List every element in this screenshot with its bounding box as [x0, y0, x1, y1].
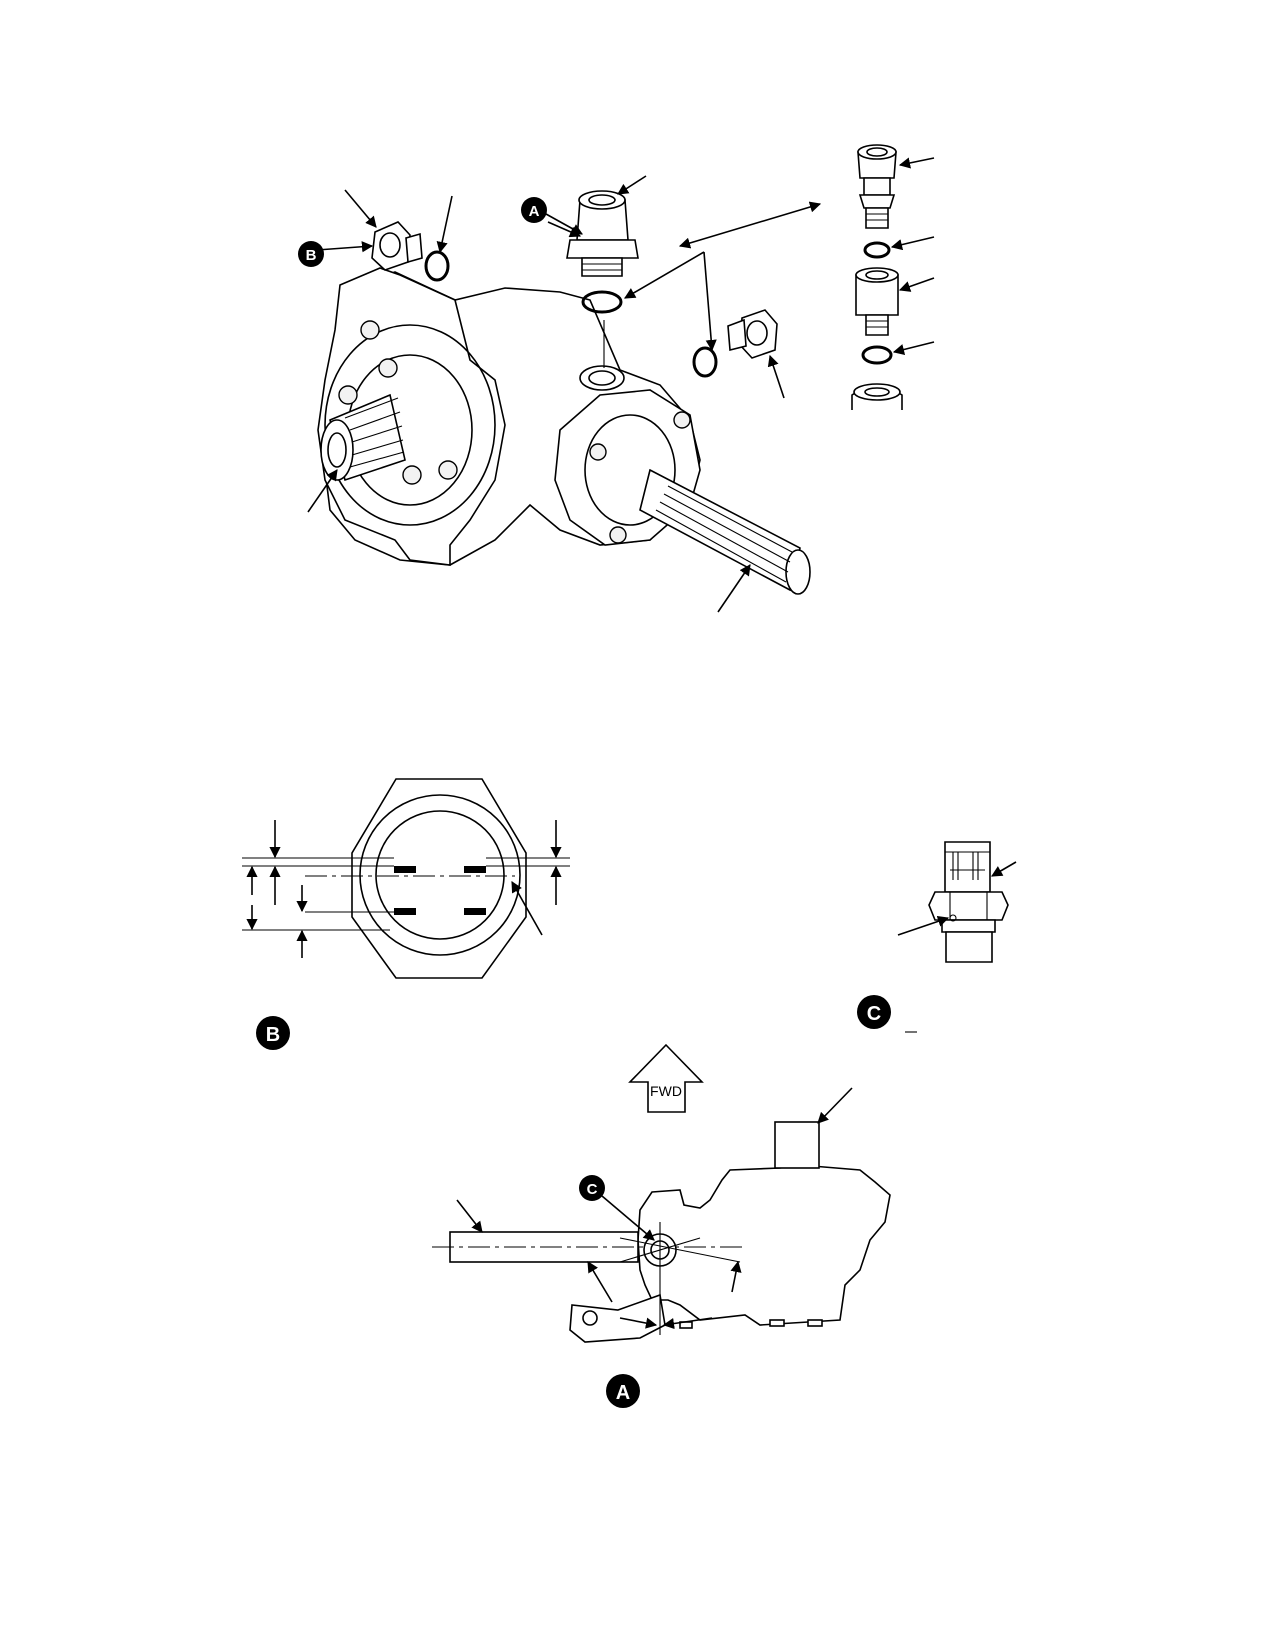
- detail-b-inner-circle: [375, 810, 505, 940]
- detail-a: FWD C: [432, 1043, 891, 1408]
- fwd-label: FWD: [650, 1083, 682, 1099]
- stack-o-ring-lower: [861, 345, 893, 365]
- stack-o-ring-upper: [863, 241, 891, 259]
- detail-b-outer-circle: [359, 794, 521, 956]
- callout-a-main: A: [521, 197, 583, 235]
- sensor-fitting: [566, 190, 639, 277]
- callout-c-detail: C: [857, 995, 891, 1029]
- callout-a-detail: A: [606, 1374, 640, 1408]
- fwd-arrow: FWD: [628, 1043, 704, 1113]
- callout-b-detail: B: [256, 1016, 290, 1050]
- callout-a-detail-label: A: [616, 1382, 630, 1404]
- plug-right: [727, 309, 778, 359]
- flange-face-outer: [324, 324, 496, 526]
- fill-port: [579, 365, 625, 391]
- callout-c-detail-label: C: [867, 1003, 881, 1025]
- plug-left: [371, 221, 423, 271]
- o-ring-fitting: [581, 290, 623, 314]
- output-seal-face: [584, 414, 676, 526]
- index-marks: [394, 866, 486, 915]
- sensor-body: [944, 841, 991, 893]
- callout-a-label: A: [529, 203, 540, 220]
- output-spline-shaft: [639, 468, 811, 595]
- callout-c-main: C: [579, 1175, 655, 1241]
- sensor-hex: [928, 891, 1009, 921]
- mounting-lug: [569, 1293, 666, 1343]
- sensor-thread: [945, 931, 993, 963]
- callout-b-detail-label: B: [266, 1024, 280, 1046]
- alternate-fitting-stack: [851, 144, 935, 410]
- hex-nut-outline: [351, 778, 527, 979]
- callout-c-main-label: C: [587, 1181, 598, 1198]
- gearbox-top-outline: [637, 1164, 891, 1326]
- leader-lines-main: [307, 175, 822, 613]
- output-shaft-top: [774, 1121, 820, 1169]
- input-spline-shaft: [320, 393, 406, 482]
- callout-b-label: B: [306, 247, 317, 264]
- o-ring-left: [424, 250, 450, 282]
- callout-b-main: B: [298, 241, 324, 267]
- output-housing-bolts: [589, 411, 691, 544]
- detail-c: C: [857, 841, 1017, 1033]
- gearbox-feet: [679, 1319, 823, 1329]
- gearbox-exploded-view: A B: [298, 175, 822, 613]
- detail-b: B: [242, 778, 570, 1050]
- o-ring-right: [692, 346, 718, 378]
- detail-b-dimensions: [242, 820, 570, 958]
- leader-lines-detail-a: [456, 1087, 853, 1330]
